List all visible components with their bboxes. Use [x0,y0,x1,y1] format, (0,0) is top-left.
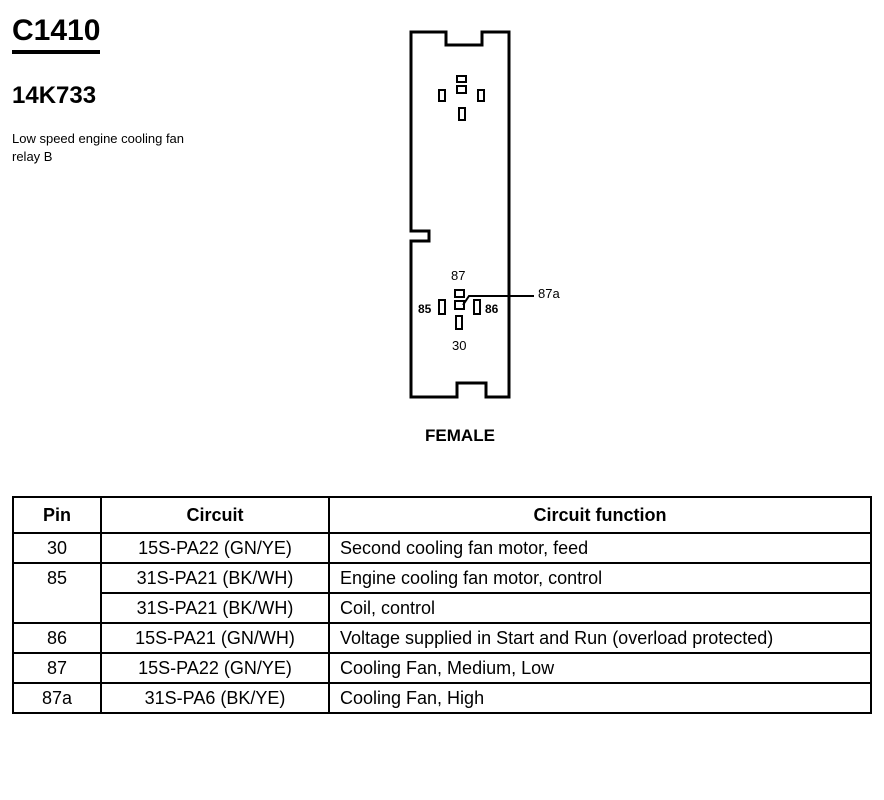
terminal-87-label: 87 [451,268,465,283]
upper-cavity-top [456,75,467,83]
upper-cavity-group [438,75,485,121]
terminal-86-label: 86 [485,302,499,316]
table-row: 87 15S-PA22 (GN/YE) Cooling Fan, Medium,… [12,652,872,684]
pin-cell: 30 [12,532,102,564]
circuit-cell: 31S-PA6 (BK/YE) [100,682,330,714]
connector-gender-label: FEMALE [425,426,495,445]
connector-outline [409,30,511,399]
table-row: 30 15S-PA22 (GN/YE) Second cooling fan m… [12,532,872,564]
terminal-86-cavity [473,299,481,315]
upper-cavity-bottom [458,107,466,121]
pin-cell: 86 [12,622,102,654]
lower-terminal-group [438,289,534,330]
function-cell: Cooling Fan, High [328,682,872,714]
terminal-85-label: 85 [418,302,432,316]
table-row: 85 31S-PA21 (BK/WH) Engine cooling fan m… [12,562,872,624]
circuit-cell: 15S-PA22 (GN/YE) [100,532,330,564]
function-cell: Voltage supplied in Start and Run (overl… [328,622,872,654]
table-row: 86 15S-PA21 (GN/WH) Voltage supplied in … [12,622,872,654]
pin-column-header: Pin [12,496,102,534]
terminal-30-label: 30 [452,338,466,353]
component-description: Low speed engine cooling fan relay B [12,131,185,164]
upper-cavity-right [477,89,485,102]
circuit-cell: 31S-PA21 (BK/WH) [100,562,330,594]
terminal-87a-cavity [454,300,465,310]
terminal-87a-leader-line [462,295,534,306]
pin-cell: 87a [12,682,102,714]
part-number: 14K733 [12,82,97,109]
terminal-30-cavity [455,315,463,330]
function-cell: Second cooling fan motor, feed [328,532,872,564]
function-column-header: Circuit function [328,496,872,534]
table-row: 31S-PA21 (BK/WH) Coil, control [13,592,872,624]
pin-cell: 87 [12,652,102,684]
table-row: 87a 31S-PA6 (BK/YE) Cooling Fan, High [12,682,872,714]
circuit-cell: 15S-PA22 (GN/YE) [100,652,330,684]
connector-id: C1410 [12,14,101,54]
upper-cavity-mid [456,85,467,94]
function-cell: Coil, control [328,592,872,624]
pin-assignment-table: Pin Circuit Circuit function 30 15S-PA22… [12,496,872,714]
function-cell: Cooling Fan, Medium, Low [328,652,872,684]
upper-cavity-left [438,89,446,102]
terminal-87-cavity [454,289,465,298]
circuit-column-header: Circuit [100,496,330,534]
circuit-cell: 31S-PA21 (BK/WH) [100,592,330,624]
circuit-cell: 15S-PA21 (GN/WH) [100,622,330,654]
terminal-87a-label: 87a [538,286,560,301]
connector-face-diagram: 87 87a 85 86 30 [409,30,560,399]
pin-cell: 85 [12,562,102,624]
terminal-85-cavity [438,299,446,315]
table-header-row: Pin Circuit Circuit function [12,496,872,534]
function-cell: Engine cooling fan motor, control [328,562,872,594]
